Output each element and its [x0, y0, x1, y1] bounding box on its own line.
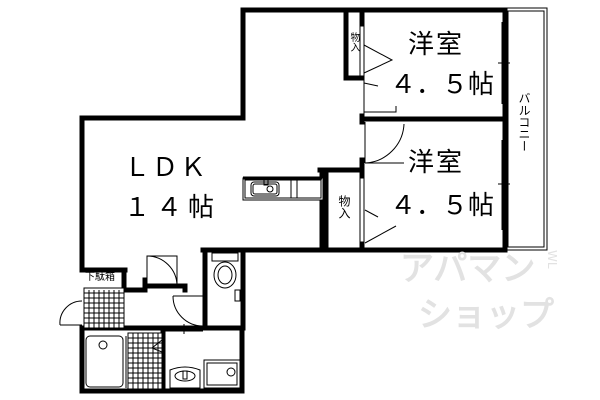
room-size-western-1: ４．５帖 — [390, 70, 495, 100]
room-name-ldk: ＬＤＫ — [124, 153, 209, 183]
storage-label-2: 物入 — [337, 195, 351, 219]
room-name-western-2: 洋室 — [408, 148, 465, 178]
storage-2-doors — [364, 209, 397, 244]
watermark-suffix: WL — [545, 250, 559, 269]
washroom-fixtures — [169, 359, 241, 389]
room-size-ldk: １４帖 — [124, 193, 221, 223]
room-2-door — [364, 122, 405, 164]
toilet-fixture — [211, 252, 241, 302]
room-size-western-2: ４．５帖 — [390, 191, 495, 221]
room-name-western-1: 洋室 — [408, 30, 465, 60]
watermark-line1: アパマン — [400, 249, 536, 289]
entrance-door — [59, 300, 83, 326]
shoe-box-label: 下駄箱 — [85, 272, 115, 283]
balcony-label: バルコニー — [517, 92, 531, 152]
watermark-line2: ショップ — [418, 295, 554, 335]
bathroom-floor-grid — [127, 332, 163, 390]
hall-doors — [146, 255, 204, 334]
kitchen-counter — [242, 176, 324, 201]
shoe-box-grid — [83, 287, 125, 329]
storage-label-1: 物入 — [348, 32, 359, 52]
windows — [498, 22, 510, 230]
storage-1-doors — [363, 44, 397, 113]
bathtub — [85, 335, 127, 388]
